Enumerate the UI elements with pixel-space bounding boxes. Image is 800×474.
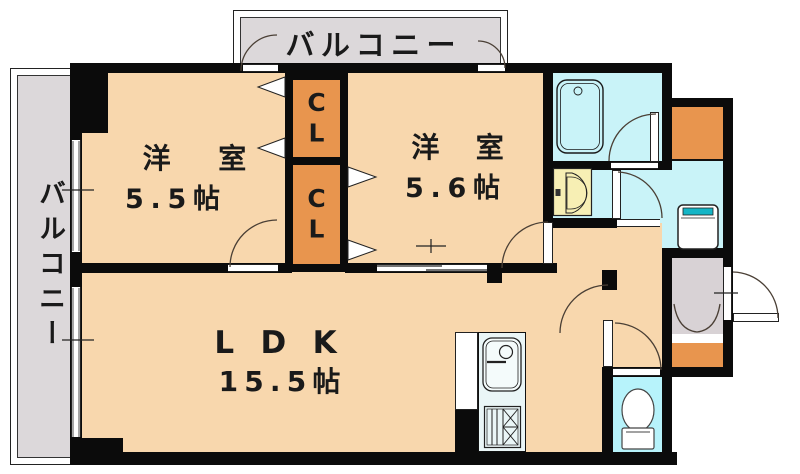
closet-lower: CL: [293, 165, 340, 264]
wall-column-bottomleft: [70, 438, 123, 465]
door-gap-toilet: [613, 368, 660, 376]
wall-stub-room2: [487, 263, 502, 283]
wall-kitchen-block: [455, 410, 478, 457]
wall-bath-left: [543, 63, 553, 222]
wall-outer-right: [723, 98, 733, 377]
closet-upper: CL: [293, 80, 340, 157]
wall-nook-bottom: [662, 248, 723, 258]
wall-entrance-bottom: [662, 367, 733, 377]
kitchen-counter-end: [455, 332, 478, 410]
wall-bath-right: [662, 63, 672, 165]
wall-stub-hall: [602, 270, 617, 290]
ldk-name: LDK: [214, 325, 363, 361]
kitchen-counter: [478, 332, 526, 452]
door-arc-entrance: [732, 271, 779, 319]
window-ldk: [71, 287, 81, 437]
room2-name: 洋室: [411, 131, 541, 164]
closet-lower-label: CL: [302, 184, 331, 245]
room2-size: 5.6帖: [404, 173, 507, 204]
balcony-door-room1: [243, 64, 278, 72]
door-gap-entrance: [723, 267, 732, 320]
genkan-step: [672, 343, 723, 367]
door-leaf-entrance: [733, 313, 779, 322]
balcony-door-room2: [478, 64, 505, 72]
wall-top: [70, 63, 672, 73]
storage-box: [672, 107, 723, 161]
wall-room1-south: [70, 263, 292, 273]
room1-size: 5.5帖: [124, 184, 227, 215]
wall-toilet-left: [602, 367, 613, 457]
wall-entrance-west: [662, 248, 672, 457]
window-room1: [71, 140, 81, 252]
entrance-hall-floor: [667, 253, 728, 341]
door-gap-bath: [611, 162, 658, 169]
door-leaf-ldk: [603, 320, 613, 367]
room1-name: 洋室: [142, 142, 294, 175]
balcony-top-label: バルコニー: [285, 27, 462, 62]
wall-column-topleft: [82, 73, 108, 133]
wall-bath-washroom-divider: [543, 161, 672, 170]
wall-bottom: [70, 452, 677, 465]
entrance-step-strip: [672, 334, 723, 343]
balcony-left-label: バルコニー: [34, 178, 65, 355]
door-gap-washroom: [617, 219, 660, 227]
door-leaf-washroom: [612, 170, 621, 219]
ldk-size: 15.5帖: [218, 365, 347, 398]
washroom-nook-floor: [662, 160, 723, 255]
door-leaf-bath: [650, 112, 659, 162]
wall-storage-top: [662, 98, 733, 107]
balcony-top: バルコニー: [233, 10, 508, 73]
closet-upper-label: CL: [302, 88, 331, 149]
sliding-door-room2-ldk: [377, 264, 487, 272]
door-leaf-room2: [543, 222, 553, 264]
door-gap-room1: [228, 264, 278, 272]
wall-washroom-bottom: [543, 218, 617, 228]
toilet-floor: [608, 370, 667, 457]
washroom-floor: [548, 165, 672, 223]
